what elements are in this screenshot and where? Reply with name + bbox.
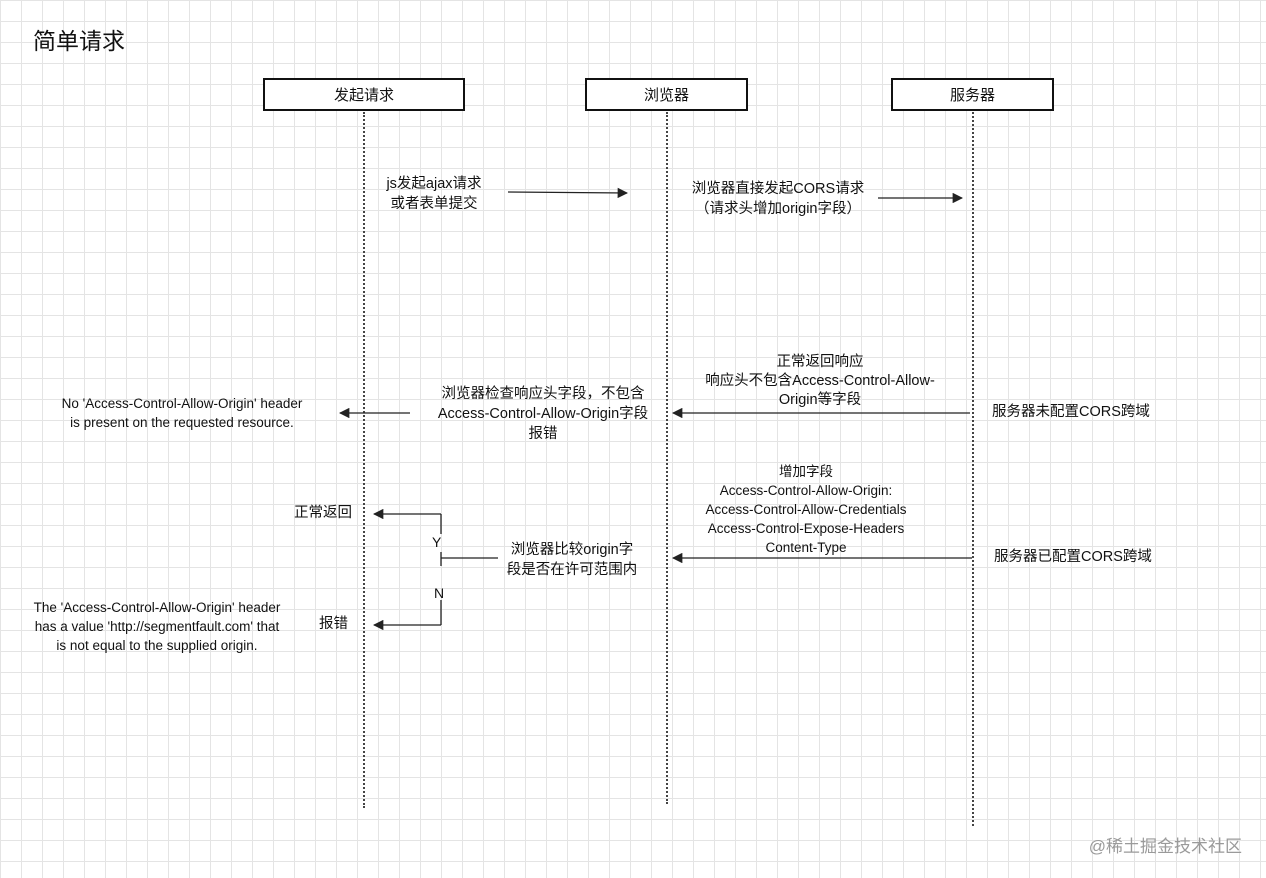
watermark: @稀土掘金技术社区 [1088, 837, 1242, 856]
lifeline-server [972, 112, 974, 826]
lifeline-browser [666, 112, 668, 804]
lifeline-client [363, 112, 365, 808]
error-mismatch-message: The 'Access-Control-Allow-Origin' header… [33, 600, 281, 653]
diagram-title: 简单请求 [33, 28, 125, 54]
step-browser-check: 浏览器检查响应头字段，不包含 Access-Control-Allow-Orig… [437, 386, 649, 442]
step-server-no-cors: 服务器未配置CORS跨域 [992, 404, 1150, 420]
actor-client: 发起请求 [263, 78, 465, 111]
arrow-js-request [507, 187, 629, 199]
step-cors-request: 浏览器直接发起CORS请求 （请求头增加origin字段） [691, 181, 865, 217]
actor-browser-label: 浏览器 [643, 87, 689, 104]
actor-client-label: 发起请求 [333, 87, 394, 104]
step-browser-compare: 浏览器比较origin字 段是否在许可范围内 [506, 542, 638, 578]
actor-server: 服务器 [891, 78, 1054, 111]
step-added-fields: 增加字段 Access-Control-Allow-Origin: Access… [705, 464, 907, 555]
actor-server-label: 服务器 [949, 87, 995, 104]
step-normal-response: 正常返回响应 响应头不包含Access-Control-Allow- Origi… [705, 354, 935, 408]
error-no-header-message: No 'Access-Control-Allow-Origin' header … [61, 396, 303, 430]
branch-yes-label: Y [432, 534, 442, 550]
actor-browser: 浏览器 [585, 78, 748, 111]
step-server-cors: 服务器已配置CORS跨域 [994, 549, 1152, 565]
step-js-request: js发起ajax请求 或者表单提交 [386, 176, 482, 212]
branch-no-label: N [434, 585, 445, 601]
error-label: 报错 [319, 616, 348, 632]
normal-return-label: 正常返回 [294, 505, 352, 521]
